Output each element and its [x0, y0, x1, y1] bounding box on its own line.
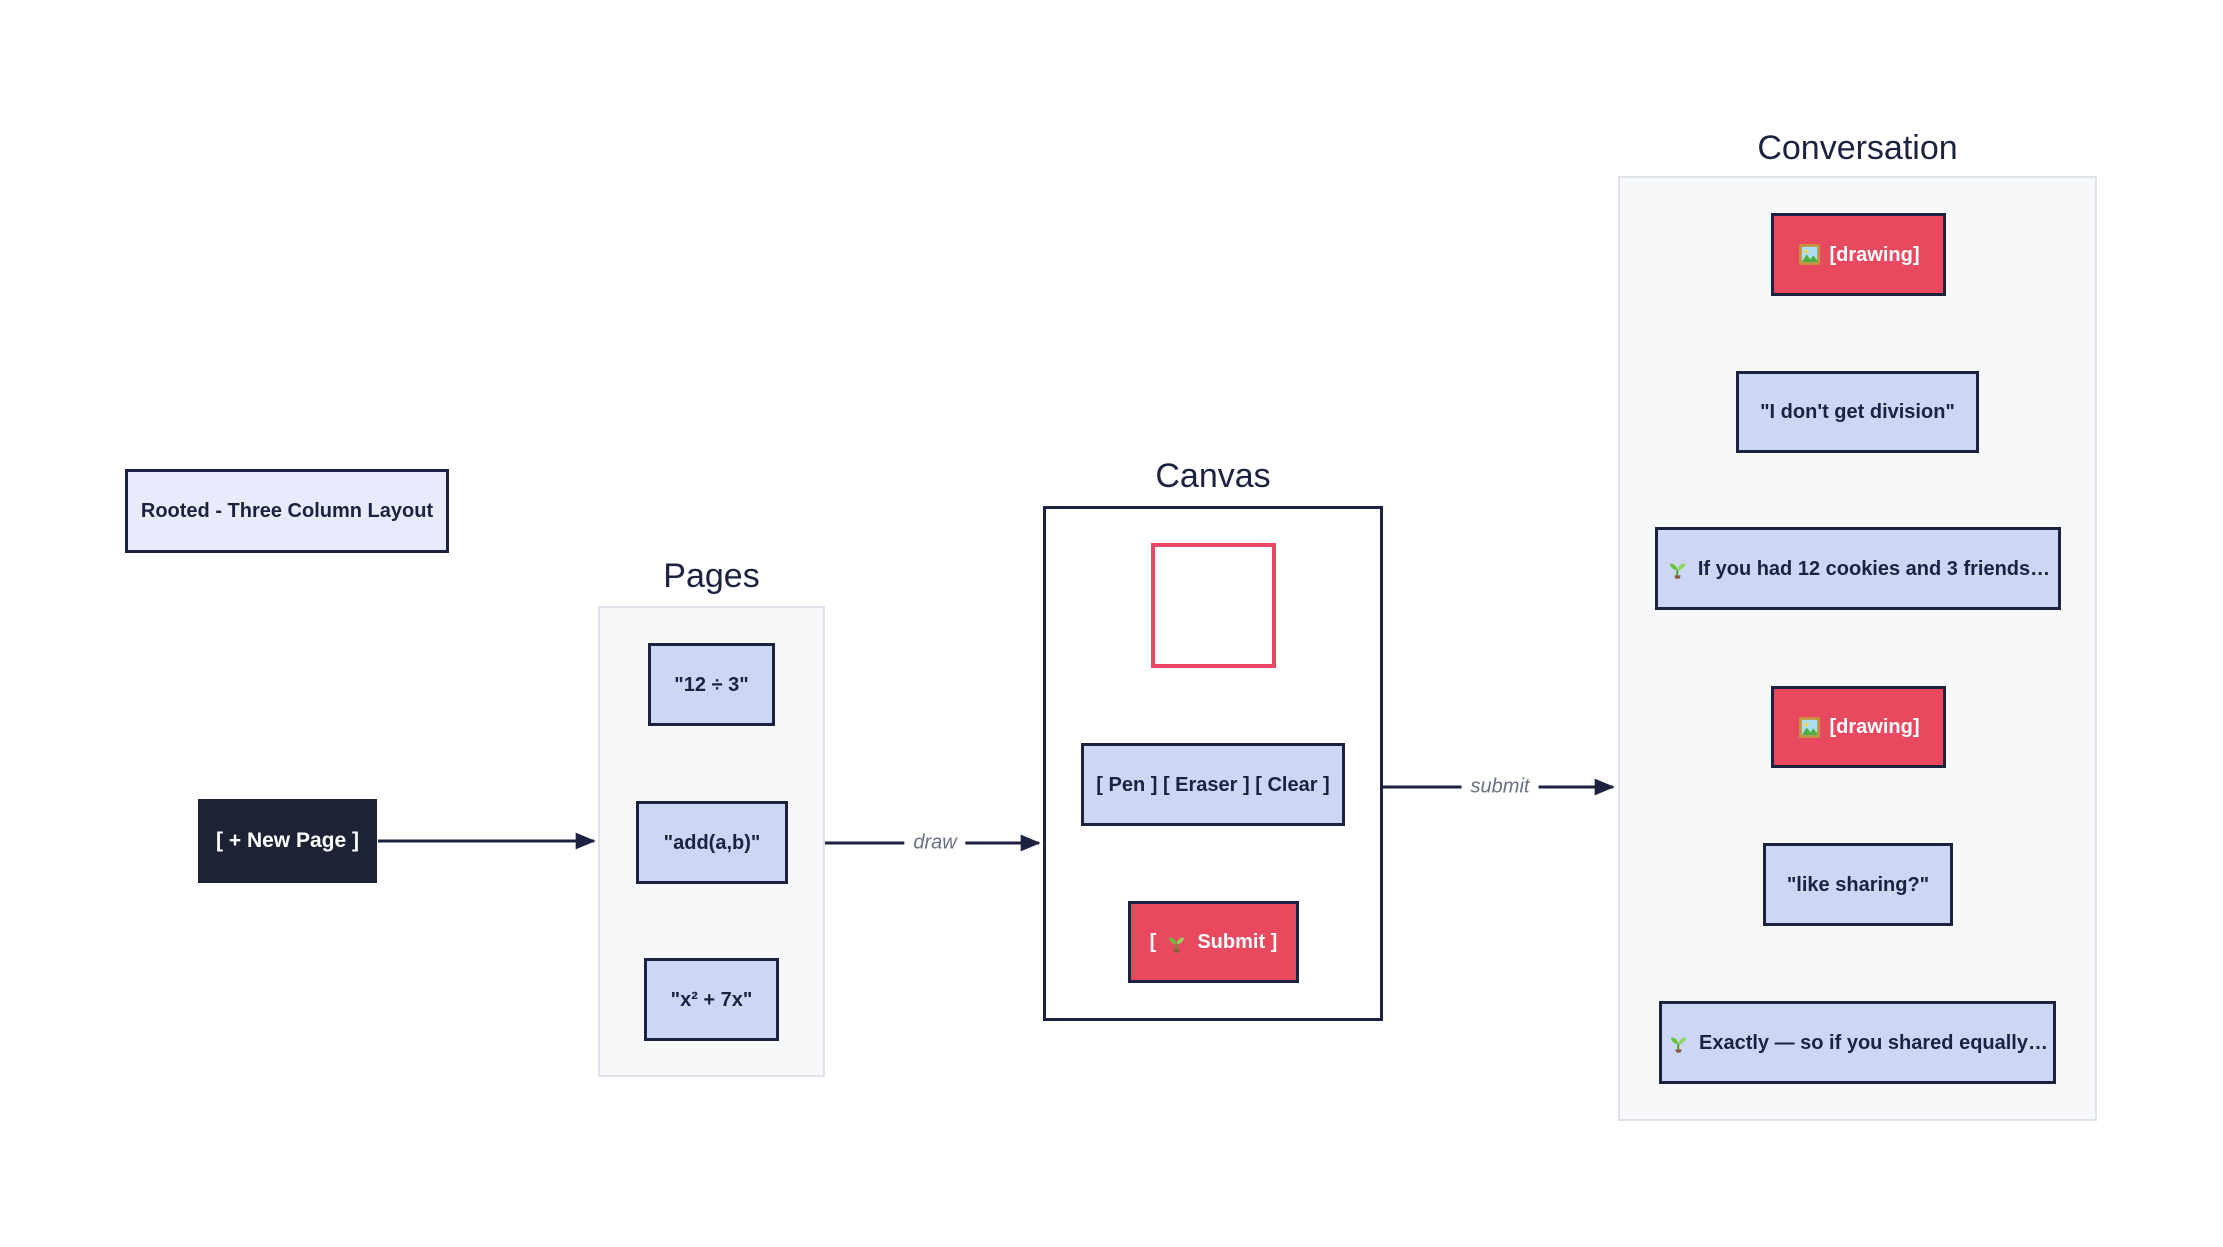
root-label-text: Rooted - Three Column Layout [140, 500, 434, 522]
submit-button[interactable]: [ Submit ] [1128, 901, 1299, 983]
message-user-1: "I don't get division" [1736, 371, 1979, 453]
page-item-2-label: "add(a,b)" [663, 831, 761, 854]
canvas-title: Canvas [1155, 457, 1271, 495]
canvas-toolbar-label: [ Pen ] [ Eraser ] [ Clear ] [1096, 773, 1330, 796]
message-text: "I don't get division" [1760, 401, 1955, 423]
page-item-1[interactable]: "12 ÷ 3" [648, 643, 775, 726]
conversation-panel [1618, 176, 2097, 1121]
seedling-icon [1165, 931, 1188, 954]
message-drawing-2: [drawing] [1771, 686, 1946, 768]
pages-title: Pages [663, 557, 760, 595]
draw-arrow-label: draw [904, 831, 966, 855]
new-page-button-label: [ + New Page ] [216, 829, 359, 853]
message-tutor-1: If you had 12 cookies and 3 friends… [1655, 527, 2061, 610]
seedling-icon [1666, 557, 1689, 580]
message-text: Exactly — so if you shared equally… [1698, 1031, 2048, 1054]
message-text: "like sharing?" [1786, 873, 1930, 896]
message-drawing-1: [drawing] [1771, 213, 1946, 296]
message-text: If you had 12 cookies and 3 friends… [1697, 557, 2051, 580]
drawn-square-stroke [1151, 543, 1276, 668]
page-item-3[interactable]: "x² + 7x" [644, 958, 779, 1041]
submit-label: Submit ] [1197, 931, 1278, 953]
framed-picture-icon [1798, 716, 1821, 739]
message-user-2: "like sharing?" [1763, 843, 1953, 926]
page-item-2[interactable]: "add(a,b)" [636, 801, 788, 884]
new-page-button[interactable]: [ + New Page ] [198, 799, 377, 883]
message-text: [drawing] [1829, 716, 1920, 738]
seedling-icon [1667, 1031, 1690, 1054]
root-label: Rooted - Three Column Layout [125, 469, 449, 553]
submit-prefix: [ [1149, 931, 1157, 953]
submit-arrow-label: submit [1461, 775, 1539, 799]
framed-picture-icon [1798, 243, 1821, 266]
message-tutor-2: Exactly — so if you shared equally… [1659, 1001, 2056, 1084]
conversation-title: Conversation [1757, 129, 1958, 167]
page-item-3-label: "x² + 7x" [670, 988, 753, 1011]
message-text: [drawing] [1829, 243, 1920, 266]
page-item-1-label: "12 ÷ 3" [674, 673, 749, 696]
canvas-toolbar[interactable]: [ Pen ] [ Eraser ] [ Clear ] [1081, 743, 1345, 826]
